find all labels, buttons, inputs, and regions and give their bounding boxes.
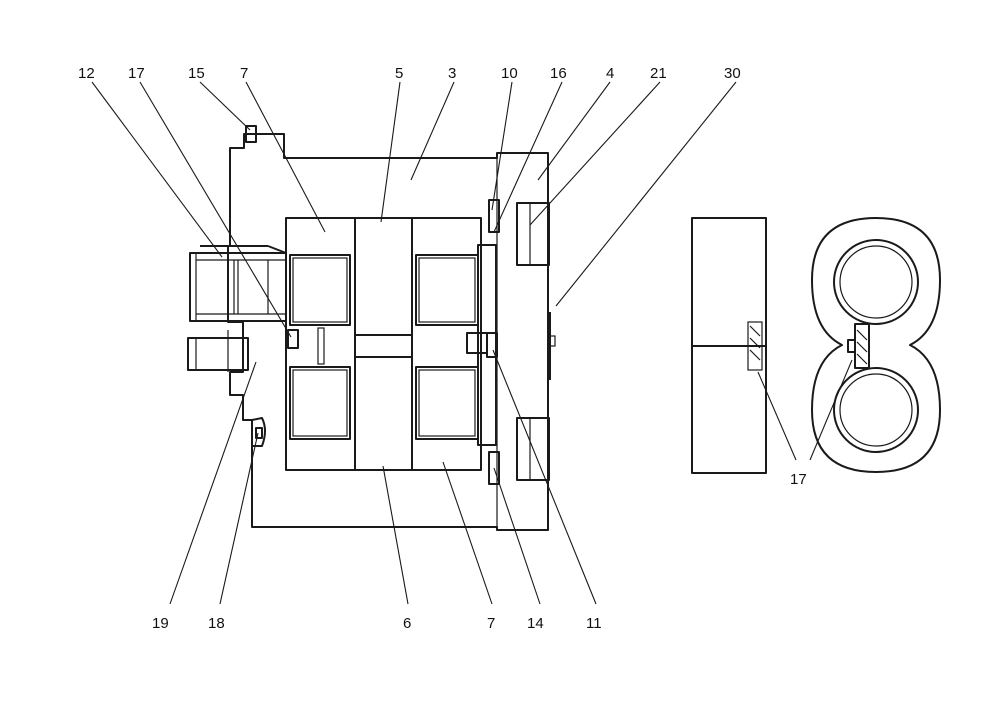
label-19: 19: [152, 615, 169, 632]
small-parts: [245, 125, 325, 447]
label-4: 4: [606, 65, 614, 82]
detail-block: [691, 217, 767, 474]
leader-lines: [91, 81, 853, 605]
label-17-detail: 17: [790, 471, 807, 488]
label-11: 11: [586, 615, 602, 632]
label-6: 6: [403, 615, 411, 632]
label-5: 5: [395, 65, 403, 82]
label-15: 15: [188, 65, 205, 82]
reference-labels: 12 17 15 7 5 3 10 16 4 21 30 19 18 6 7 1…: [78, 65, 807, 632]
label-10: 10: [501, 65, 518, 82]
left-shaft: [189, 245, 287, 322]
lower-shaft: [187, 330, 249, 372]
label-16: 16: [550, 65, 567, 82]
label-17-top: 17: [128, 65, 145, 82]
label-12: 12: [78, 65, 95, 82]
label-18: 18: [208, 615, 225, 632]
right-cap: [466, 199, 556, 485]
label-14: 14: [527, 615, 544, 632]
label-30: 30: [724, 65, 741, 82]
label-21: 21: [650, 65, 667, 82]
label-7-top: 7: [240, 65, 248, 82]
label-7-bottom: 7: [487, 615, 495, 632]
label-3: 3: [448, 65, 456, 82]
detail-figure-eight: [811, 217, 941, 473]
